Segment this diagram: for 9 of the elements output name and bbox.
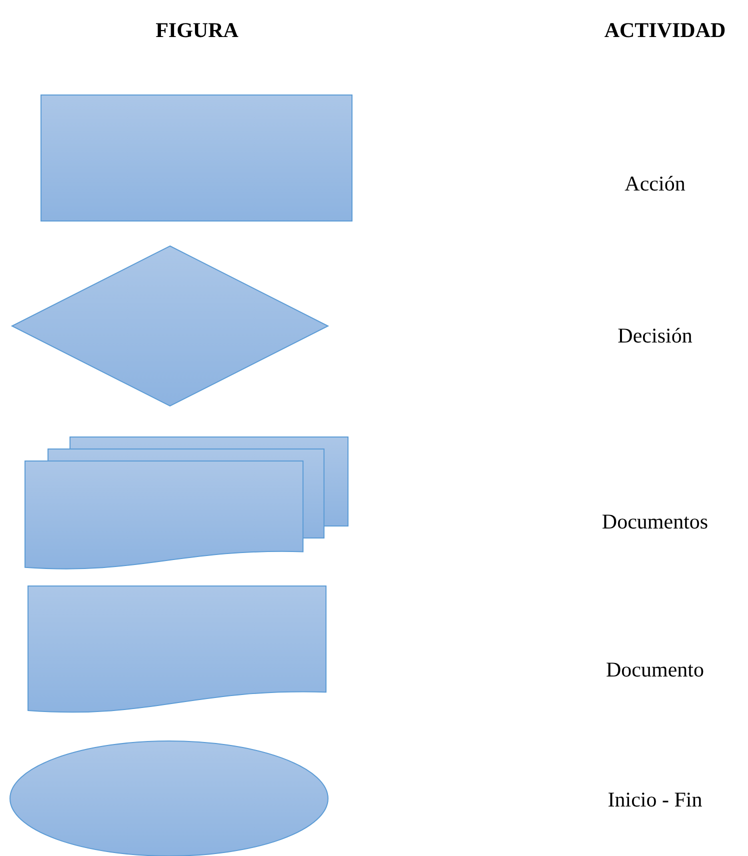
activity-label: Inicio - Fin xyxy=(608,788,702,812)
activity-label: Acción xyxy=(624,172,686,196)
column-heading: ACTIVIDAD xyxy=(604,18,726,43)
decision-diamond xyxy=(12,246,328,406)
activity-label: Documentos xyxy=(602,510,708,534)
activity-label: Decisión xyxy=(618,324,692,348)
activity-label: Documento xyxy=(606,658,704,682)
column-heading: FIGURA xyxy=(156,18,238,43)
process-rectangle xyxy=(41,95,352,221)
